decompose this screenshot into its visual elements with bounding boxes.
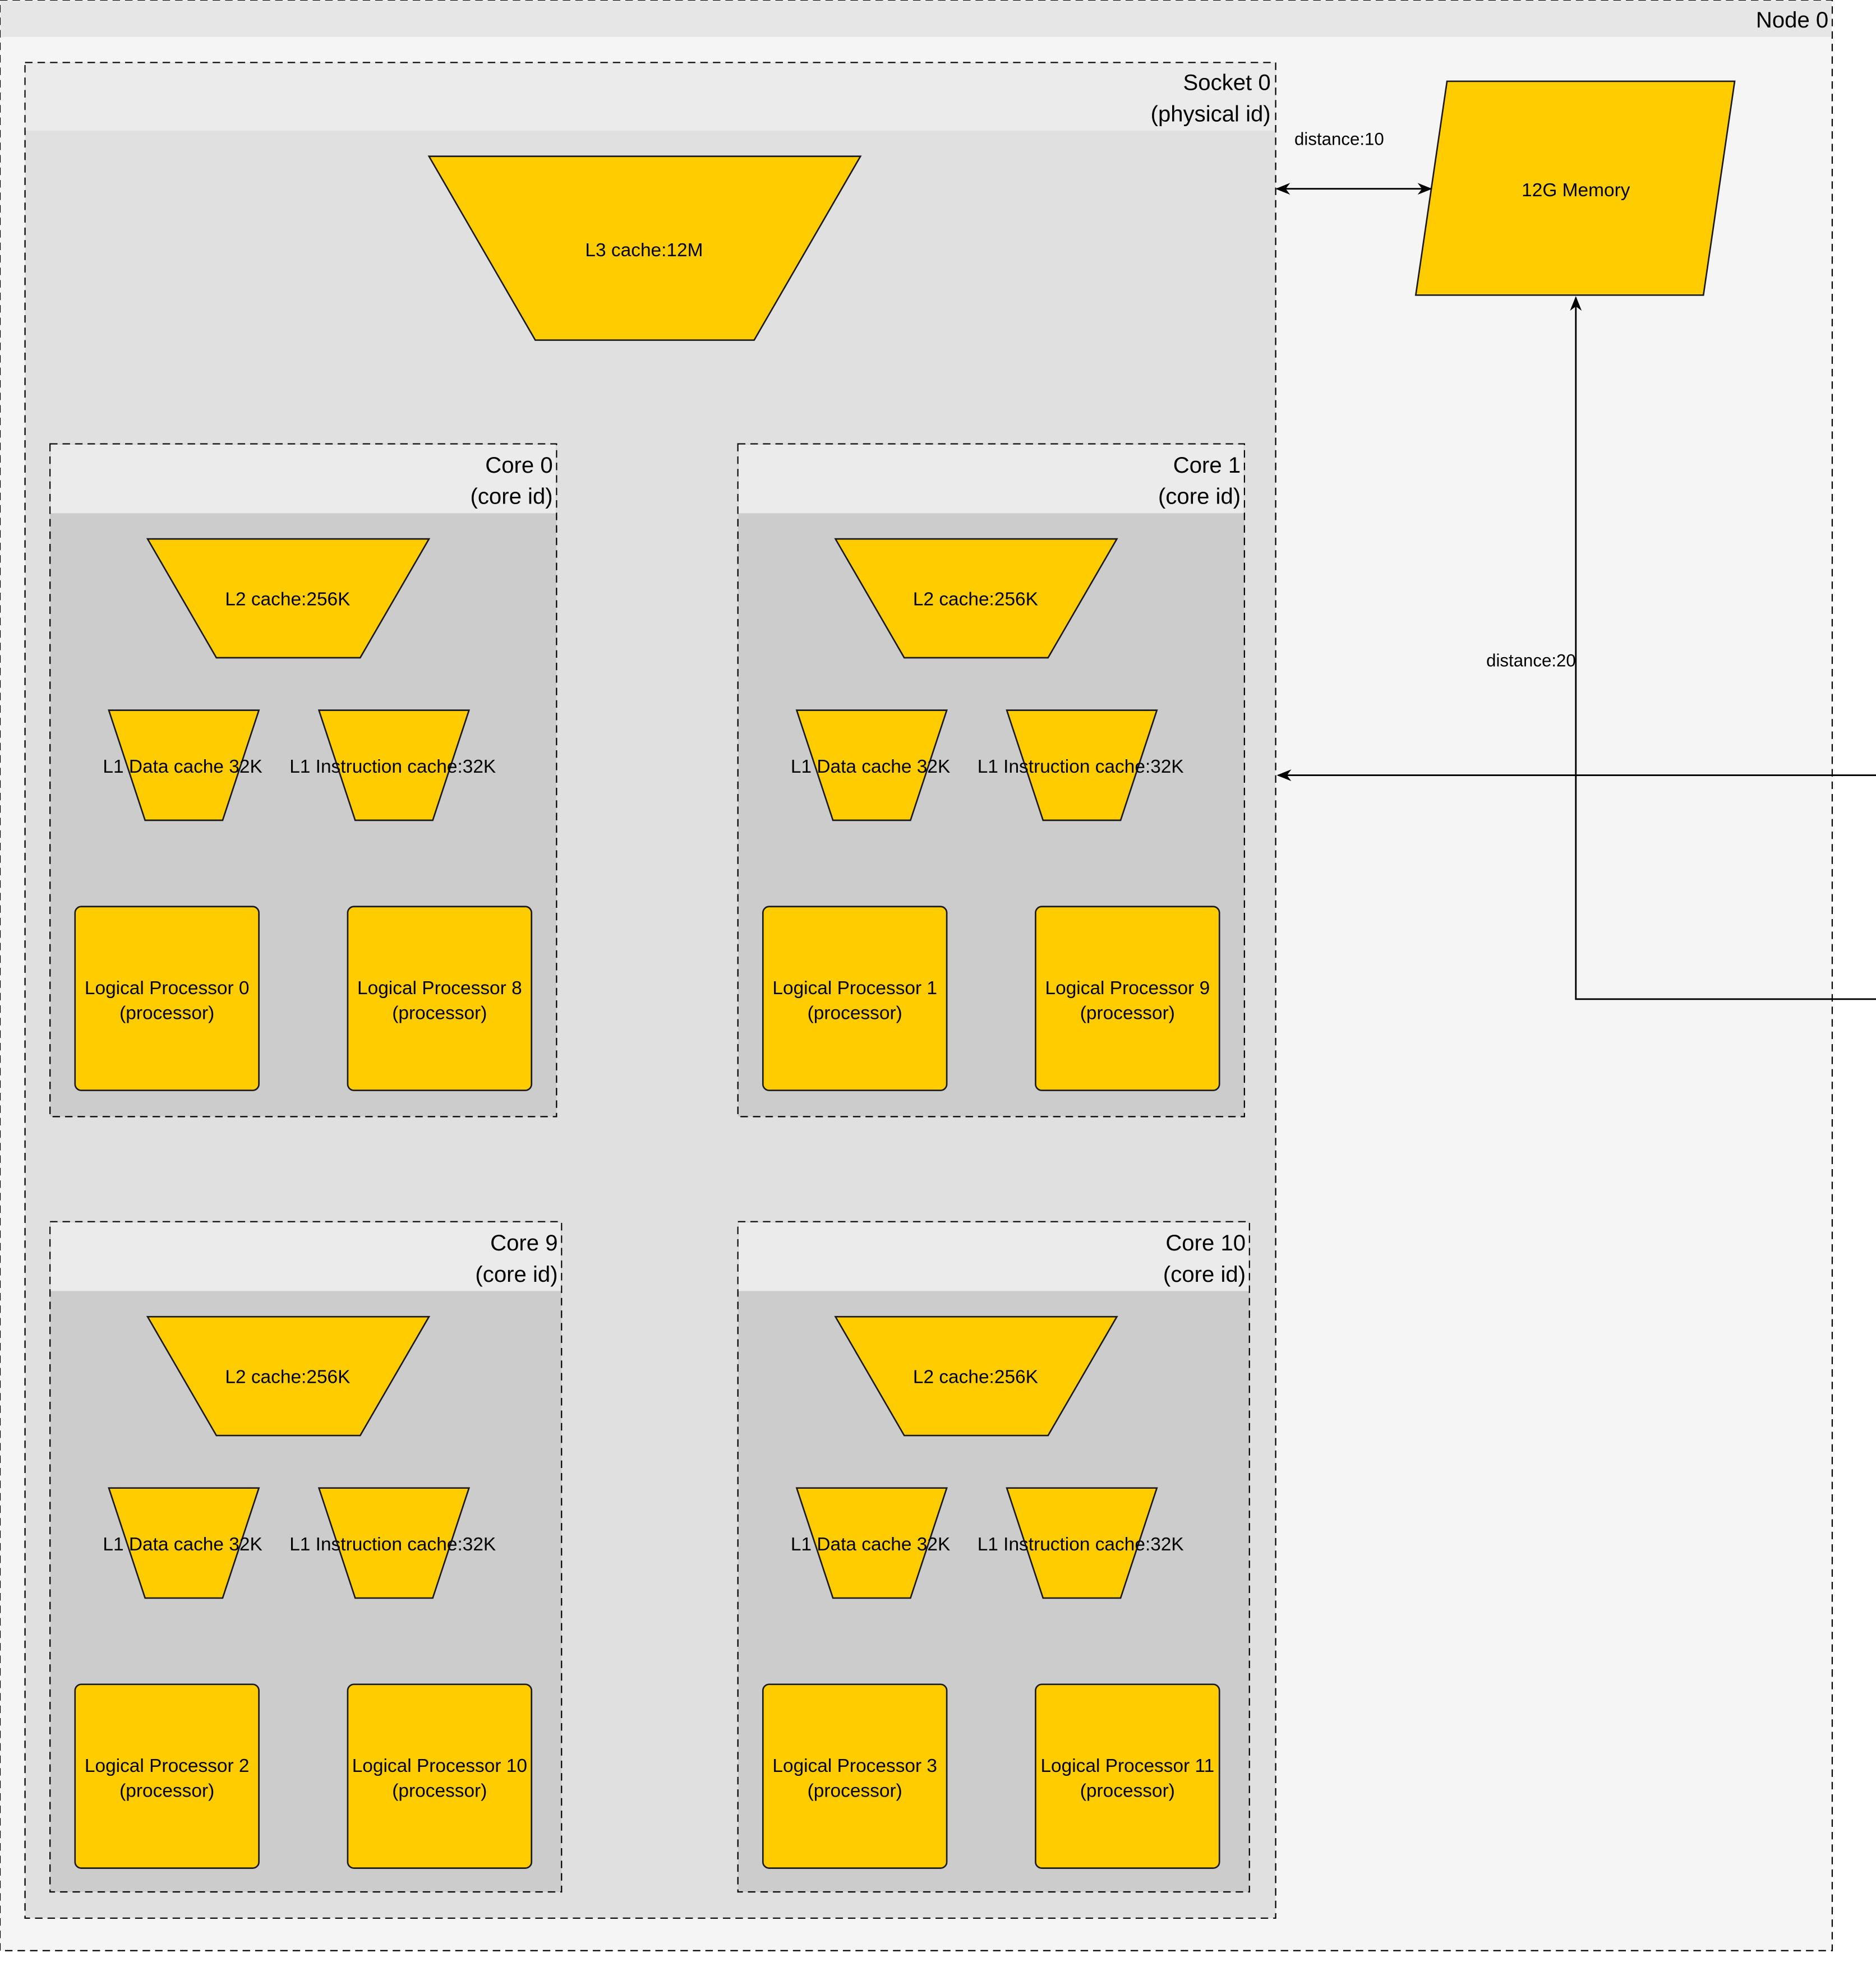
l1-data-cache-label: L1 Data cache 32K [103, 756, 262, 777]
logical-processor: Logical Processor 8 (processor) [347, 906, 533, 1091]
l3-cache: L3 cache:12M [427, 155, 862, 341]
l1-data-cache-label: L1 Data cache 32K [103, 1534, 262, 1555]
logical-processor-name: Logical Processor 10 [352, 1756, 527, 1776]
core-container: Core 10 (core id) L2 cache:256K L1 Data cac… [737, 1221, 1250, 1893]
socket-subtitle: (physical id) [1151, 101, 1271, 126]
remote-to-memory-edge [1570, 296, 1876, 1000]
node-title: Node 0 [1756, 7, 1828, 33]
logical-processor-name: Logical Processor 2 [85, 1756, 250, 1776]
logical-processor: Logical Processor 3 (processor) [762, 1683, 948, 1869]
l1-instruction-cache: L1 Instruction cache:32K [289, 1487, 496, 1599]
cores-layer: Core 0 (core id) L2 cache:256K L1 Data cach… [49, 443, 1250, 1893]
l2-cache-label: L2 cache:256K [225, 589, 350, 610]
core-container: Core 9 (core id) L2 cache:256K L1 Data cach… [49, 1221, 563, 1893]
core-title: Core 9 [490, 1230, 557, 1255]
logical-processor-type: (processor) [808, 1003, 902, 1023]
core-title: Core 1 [1173, 453, 1241, 478]
l2-cache: L2 cache:256K [834, 538, 1118, 659]
logical-processor-name: Logical Processor 1 [772, 978, 937, 999]
logical-processor: Logical Processor 0 (processor) [74, 906, 260, 1091]
logical-processor-name: Logical Processor 9 [1045, 978, 1210, 999]
remote-distance-label: distance:20 [1486, 651, 1576, 671]
core-subtitle: (core id) [1163, 1262, 1246, 1287]
logical-processor: Logical Processor 11 (processor) [1035, 1683, 1220, 1869]
core-title: Core 10 [1165, 1230, 1246, 1255]
socket-title: Socket 0 [1183, 70, 1271, 95]
socket-memory-edge: distance:10 [1275, 130, 1432, 195]
l3-cache-label: L3 cache:12M [585, 240, 703, 261]
l1-data-cache: L1 Data cache 32K [791, 1487, 950, 1599]
memory-block: 12G Memory [1414, 80, 1736, 296]
l2-cache: L2 cache:256K [834, 1315, 1118, 1437]
l1-instruction-cache-label: L1 Instruction cache:32K [289, 756, 496, 777]
logical-processor-name: Logical Processor 3 [772, 1756, 937, 1776]
logical-processor-type: (processor) [808, 1781, 902, 1802]
remote-edges: distance:20 [1276, 296, 1876, 1000]
logical-processor: Logical Processor 10 (processor) [347, 1683, 533, 1869]
l1-data-cache: L1 Data cache 32K [791, 709, 950, 821]
logical-processor-type: (processor) [1080, 1781, 1175, 1802]
l1-instruction-cache-label: L1 Instruction cache:32K [978, 1534, 1184, 1555]
logical-processor: Logical Processor 9 (processor) [1035, 906, 1220, 1091]
l1-data-cache: L1 Data cache 32K [103, 1487, 262, 1599]
l2-cache: L2 cache:256K [146, 1315, 431, 1437]
l1-data-cache-label: L1 Data cache 32K [791, 756, 950, 777]
logical-processor-type: (processor) [392, 1003, 487, 1023]
core-subtitle: (core id) [470, 484, 552, 509]
core-container: Core 0 (core id) L2 cache:256K L1 Data cach… [49, 443, 557, 1118]
logical-processor-type: (processor) [119, 1781, 214, 1802]
l1-instruction-cache: L1 Instruction cache:32K [289, 709, 496, 821]
l2-cache: L2 cache:256K [146, 538, 431, 659]
logical-processor-type: (processor) [119, 1003, 214, 1023]
core-title: Core 0 [485, 453, 552, 478]
logical-processor-type: (processor) [1080, 1003, 1175, 1023]
l1-data-cache: L1 Data cache 32K [103, 709, 262, 821]
l1-data-cache-label: L1 Data cache 32K [791, 1534, 950, 1555]
socket-memory-distance-label: distance:10 [1294, 130, 1384, 149]
core-container: Core 1 (core id) L2 cache:256K L1 Data cach… [737, 443, 1245, 1118]
l1-instruction-cache-label: L1 Instruction cache:32K [289, 1534, 496, 1555]
logical-processor: Logical Processor 1 (processor) [762, 906, 948, 1091]
logical-processor-name: Logical Processor 11 [1040, 1756, 1214, 1776]
memory-label: 12G Memory [1522, 180, 1630, 201]
logical-processor: Logical Processor 2 (processor) [74, 1683, 260, 1869]
l2-cache-label: L2 cache:256K [913, 589, 1038, 610]
core-subtitle: (core id) [1158, 484, 1241, 509]
l1-instruction-cache: L1 Instruction cache:32K [978, 709, 1184, 821]
logical-processor-type: (processor) [392, 1781, 487, 1802]
l2-cache-label: L2 cache:256K [225, 1367, 350, 1387]
core-subtitle: (core id) [475, 1262, 557, 1287]
l2-cache-label: L2 cache:256K [913, 1367, 1038, 1387]
logical-processor-name: Logical Processor 0 [85, 978, 250, 999]
l1-instruction-cache: L1 Instruction cache:32K [978, 1487, 1184, 1599]
l1-instruction-cache-label: L1 Instruction cache:32K [978, 756, 1184, 777]
logical-processor-name: Logical Processor 8 [357, 978, 522, 999]
